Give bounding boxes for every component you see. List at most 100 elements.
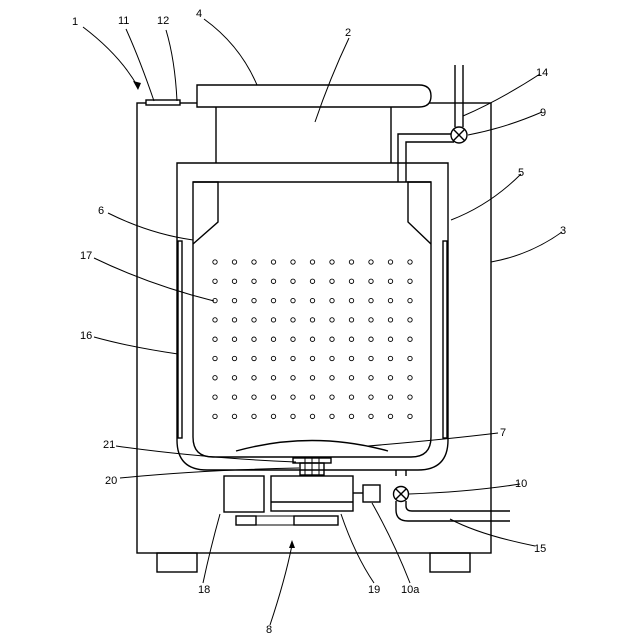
label-21: 21 [103,439,115,451]
perforation-hole [232,356,236,360]
perforation-hole [408,279,412,283]
label-1: 1 [72,16,78,28]
label-4: 4 [196,8,202,20]
perforation-hole [271,318,275,322]
perforation-hole [330,279,334,283]
perforation-hole [291,395,295,399]
perforation-hole [369,279,373,283]
perforation-hole [408,318,412,322]
perforation-hole [232,337,236,341]
label-3: 3 [560,225,566,237]
perforation-hole [330,376,334,380]
perforation-hole [369,414,373,418]
perforation-hole [213,414,217,418]
perforation-hole [408,260,412,264]
perforation-hole [232,260,236,264]
label-10a: 10a [401,584,420,596]
label-9: 9 [540,107,546,119]
perforation-hole [291,376,295,380]
label-7: 7 [500,427,506,439]
drain-valve-controller [363,485,380,502]
perforation-hole [213,279,217,283]
perforation-hole [291,318,295,322]
perforation-hole [252,279,256,283]
perforation-hole [271,260,275,264]
label-6: 6 [98,205,104,217]
perforation-hole [330,395,334,399]
perforation-hole [213,395,217,399]
perforation-hole [213,337,217,341]
water-supply-pipe [398,65,467,182]
perforation-hole [310,318,314,322]
perforation-hole [349,279,353,283]
perforation-hole [291,298,295,302]
perforation-hole [330,356,334,360]
perforation-hole [408,414,412,418]
perforation-hole [369,337,373,341]
perforation-hole [252,414,256,418]
label-14: 14 [536,67,548,79]
perforation-hole [252,356,256,360]
perforation-hole [330,298,334,302]
label-15: 15 [534,543,546,555]
perforation-hole [408,356,412,360]
perforation-hole [271,395,275,399]
motor [224,476,264,512]
perforation-hole [349,376,353,380]
lid [197,85,431,107]
label-8: 8 [266,624,272,636]
perforation-hole [349,395,353,399]
detergent-box [216,107,391,163]
perforation-hole [291,337,295,341]
perforation-hole [291,260,295,264]
perforation-hole [291,279,295,283]
perforation-hole [330,318,334,322]
perforation-hole [213,356,217,360]
label-11: 11 [118,15,129,27]
perforation-hole [271,298,275,302]
perforation-hole [349,318,353,322]
feet [157,553,470,572]
label-5: 5 [518,167,524,179]
label-16: 16 [80,330,92,342]
perforation-hole [213,376,217,380]
perforation-hole [310,279,314,283]
perforation-hole [252,376,256,380]
drum-perforations [213,260,412,419]
leader-lines [83,19,562,625]
perforation-hole [232,318,236,322]
perforation-hole [232,395,236,399]
perforation-hole [408,376,412,380]
perforation-hole [349,298,353,302]
perforation-hole [388,395,392,399]
perforation-hole [310,376,314,380]
perforation-hole [310,298,314,302]
perforation-hole [232,414,236,418]
perforation-hole [408,337,412,341]
label-12: 12 [157,15,169,27]
label-19: 19 [368,584,380,596]
perforation-hole [310,260,314,264]
perforation-hole [388,279,392,283]
perforation-hole [349,337,353,341]
perforation-hole [408,298,412,302]
label-17: 17 [80,250,92,262]
drain-pipe [394,470,511,521]
perforation-hole [388,414,392,418]
drive-unit [271,476,364,511]
perforation-hole [310,395,314,399]
label-2: 2 [345,27,351,39]
perforation-hole [213,260,217,264]
top-switch-panel [146,100,180,105]
perforation-hole [349,356,353,360]
perforation-hole [291,356,295,360]
perforation-hole [291,414,295,418]
perforation-hole [213,318,217,322]
perforation-hole [271,279,275,283]
perforation-hole [310,414,314,418]
perforation-hole [349,414,353,418]
perforation-hole [388,298,392,302]
pulsator [236,441,388,452]
perforation-hole [271,356,275,360]
perforation-hole [369,298,373,302]
